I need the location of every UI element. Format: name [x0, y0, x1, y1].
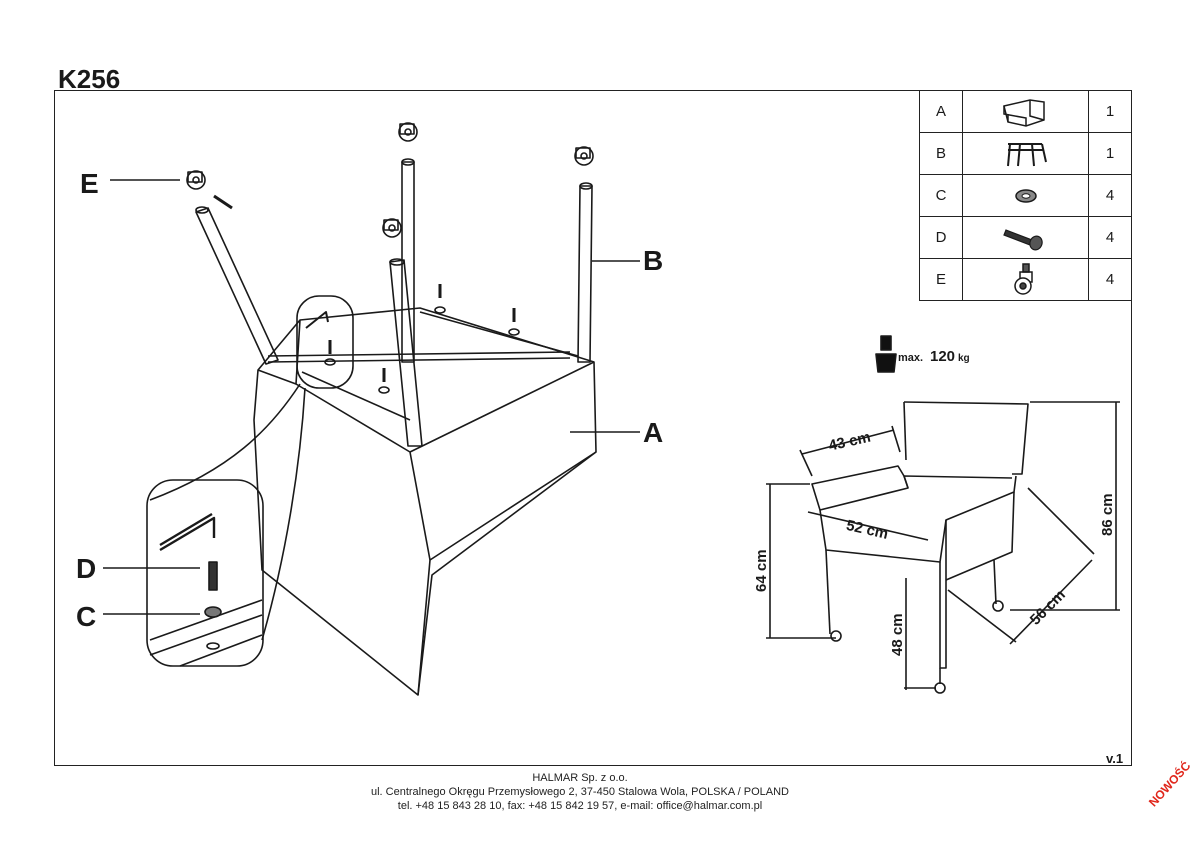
- label-b: B: [643, 245, 663, 276]
- max-load-unit: kg: [958, 353, 970, 364]
- parts-row: E 4: [919, 258, 1132, 301]
- leg: [195, 207, 279, 365]
- part-code: D: [919, 216, 963, 259]
- label-e: E: [80, 168, 99, 199]
- part-code: E: [919, 258, 963, 301]
- footer-address: ul. Centralnego Okręgu Przemysłowego 2, …: [370, 786, 789, 798]
- parts-row: D 4: [919, 216, 1132, 259]
- parts-table: A 1 B 1 C 4 D 4 E: [919, 90, 1132, 301]
- label-c: C: [76, 601, 96, 632]
- leg: [577, 185, 593, 363]
- caster-wheel-icon: [382, 218, 402, 238]
- max-load-prefix: max.: [898, 352, 923, 364]
- footer-contact: tel. +48 15 843 28 10, fax: +48 15 842 1…: [397, 800, 763, 812]
- drawing-frame: [54, 90, 1132, 766]
- dimension-chair: [903, 401, 1029, 475]
- armchair-icon: [962, 90, 1089, 133]
- version-label: v.1: [1106, 751, 1124, 766]
- caster-wheel-icon: [186, 170, 206, 190]
- weight-icon: [875, 353, 897, 373]
- caster-wheel-icon: [962, 258, 1089, 301]
- footer-company: HALMAR Sp. z o.o.: [532, 772, 628, 784]
- dim-depth: 56 cm: [1027, 587, 1069, 629]
- dim-seat-depth: 43 cm: [827, 429, 872, 455]
- footer: HALMAR Sp. z o.o. ul. Centralnego Okręgu…: [0, 771, 1160, 813]
- dim-seat-height: 48 cm: [889, 613, 906, 656]
- parts-row: C 4: [919, 174, 1132, 217]
- label-d: D: [76, 553, 96, 584]
- dim-height-total: 86 cm: [1099, 493, 1116, 536]
- detail-bubble: [146, 479, 264, 667]
- dim-armrest-height: 64 cm: [753, 549, 770, 592]
- caster-wheel-icon: [574, 146, 594, 166]
- part-qty: 4: [1088, 216, 1132, 259]
- label-a: A: [643, 417, 663, 448]
- part-qty: 4: [1088, 258, 1132, 301]
- part-qty: 4: [1088, 174, 1132, 217]
- part-code: C: [919, 174, 963, 217]
- model-title: K256: [58, 64, 121, 94]
- bolt-icon: [962, 216, 1089, 259]
- max-load-value: 120: [930, 348, 955, 365]
- caster-wheel-icon: [398, 122, 418, 142]
- chair-body-outline: [253, 307, 597, 696]
- leg: [389, 259, 423, 447]
- dim-seat-width: 52 cm: [845, 517, 890, 543]
- leg-frame-icon: [962, 132, 1089, 175]
